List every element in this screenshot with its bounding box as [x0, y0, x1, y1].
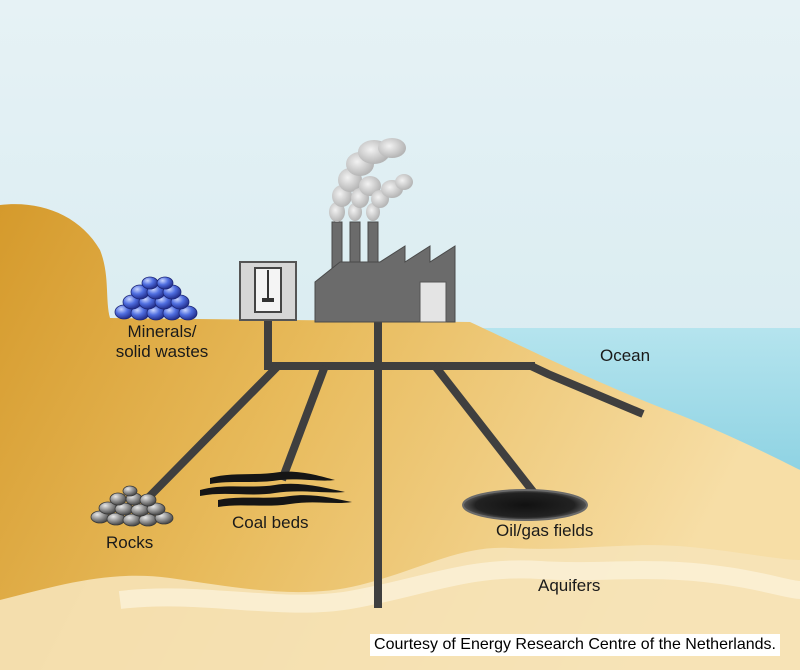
smoke: [329, 138, 413, 222]
minerals-label-line1: Minerals/: [127, 322, 197, 341]
rocks-pile: [90, 485, 174, 527]
credit-text: Courtesy of Energy Research Centre of th…: [370, 634, 780, 656]
factory-door: [419, 281, 447, 323]
pipe-to-oilgas: [431, 363, 542, 501]
pipe-to-rocks: [145, 363, 281, 501]
oil-gas-label: Oil/gas fields: [496, 521, 594, 540]
aquifer-highlight: [118, 560, 800, 613]
coal-beds-label: Coal beds: [232, 513, 309, 532]
coal-beds: [200, 471, 352, 507]
pipe-to-ocean: [529, 362, 645, 418]
rocks-label: Rocks: [106, 533, 154, 552]
minerals-label: Minerals/ solid wastes: [106, 322, 218, 362]
power-plant: [314, 221, 456, 323]
pipe-to-coal: [278, 364, 329, 482]
minerals-pile: [114, 276, 198, 321]
minerals-label-line2: solid wastes: [115, 342, 209, 361]
oil-gas-reservoir: [462, 489, 588, 521]
pipe-network: [145, 318, 645, 608]
capture-unit: [239, 261, 297, 321]
aquifers-label: Aquifers: [538, 576, 601, 595]
ocean-label: Ocean: [600, 346, 651, 365]
